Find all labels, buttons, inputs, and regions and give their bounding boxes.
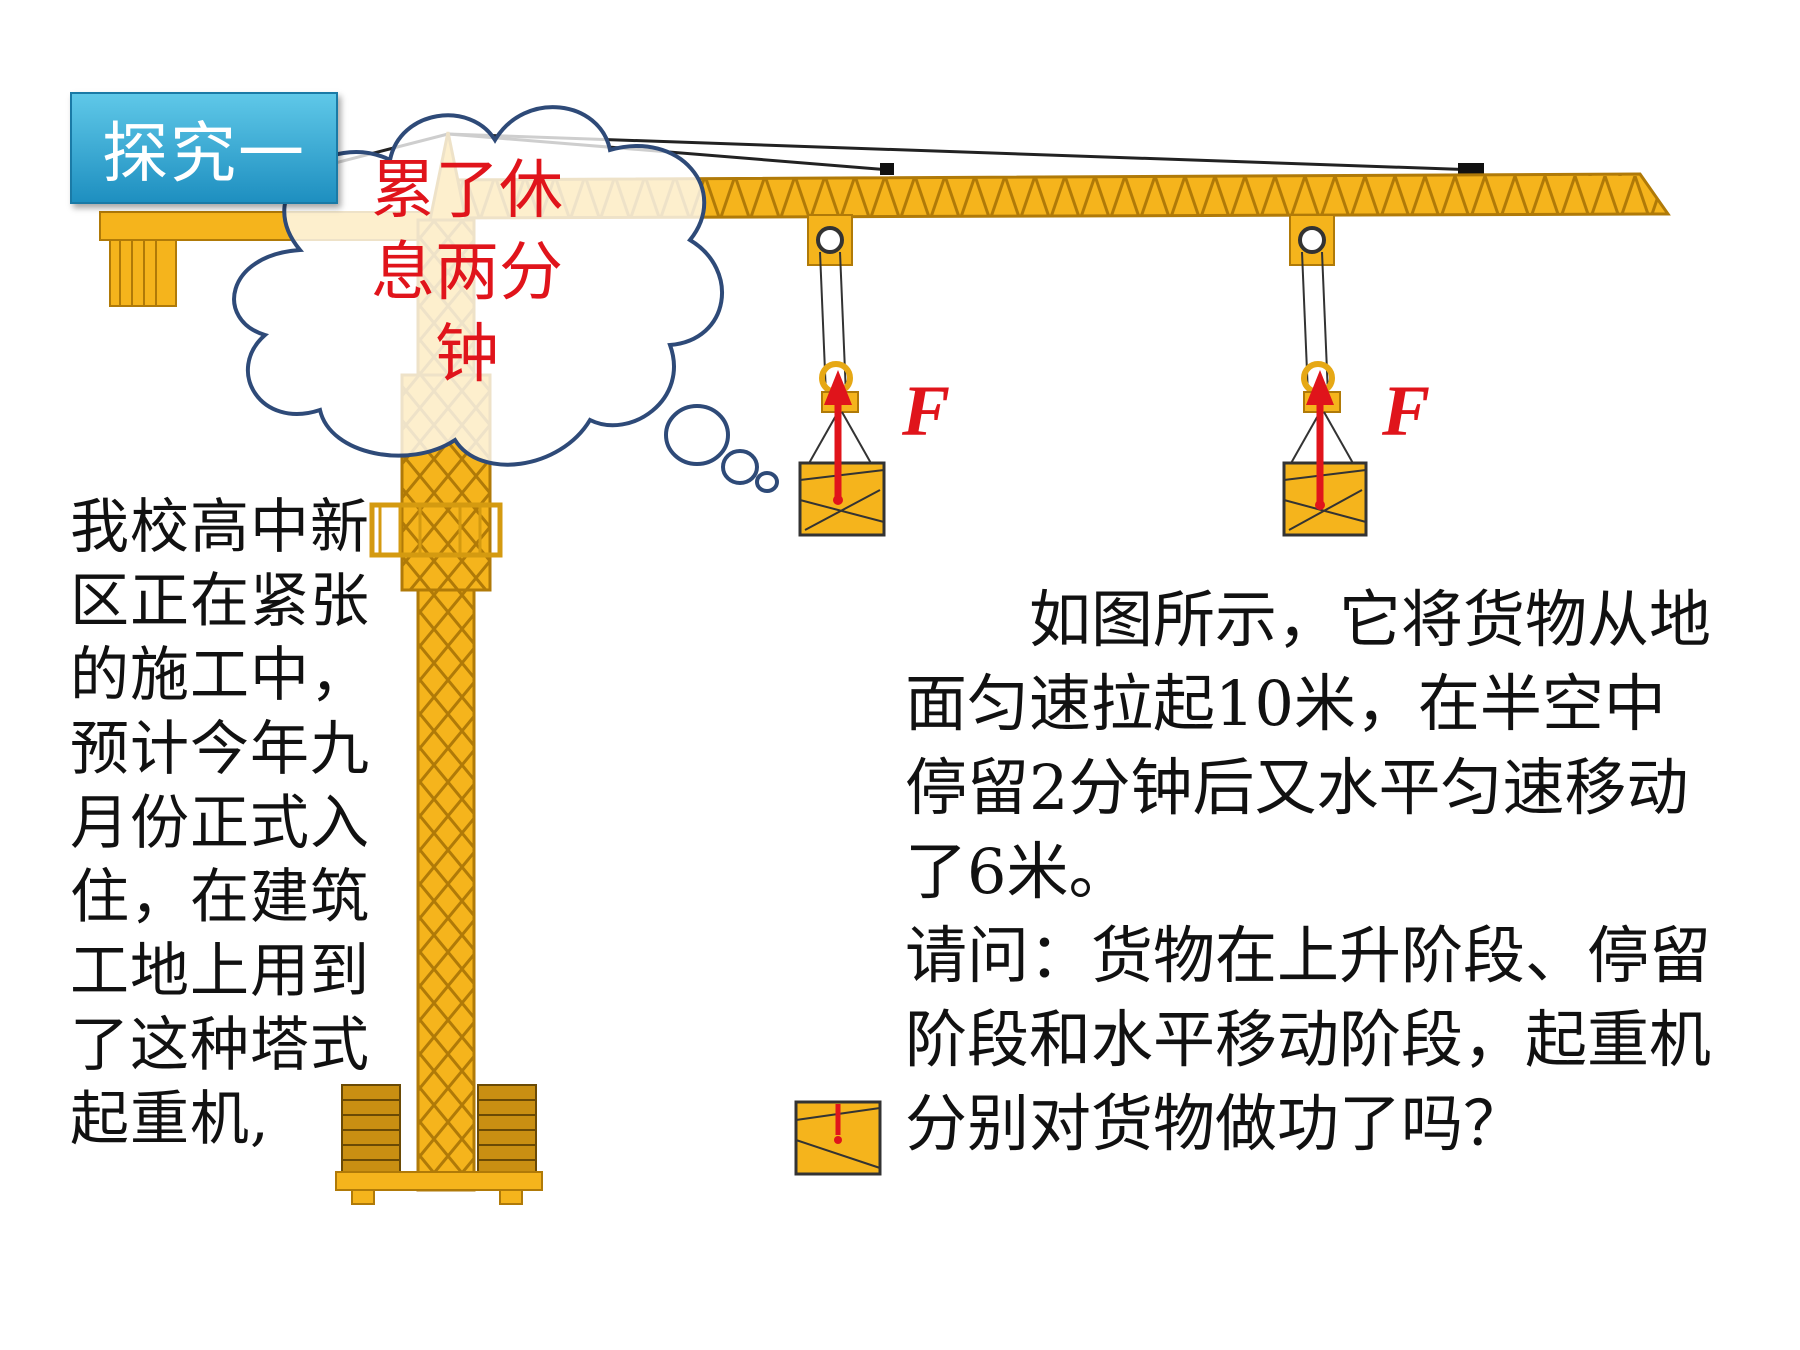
section-badge: 探究一 xyxy=(70,92,338,204)
crane-base xyxy=(335,1084,543,1205)
cargo-box-1 xyxy=(798,461,886,537)
question-text: 如图所示，它将货物从地面匀速拉起10米，在半空中停留2分钟后又水平匀速移动了6米… xyxy=(905,578,1720,1166)
intro-text: 我校高中新区正在紧张的施工中，预计今年九月份正式入住，在建筑工地上用到了这种塔式… xyxy=(70,492,371,1153)
cable-anchor xyxy=(880,163,894,175)
thought-cloud xyxy=(232,105,779,493)
force-label-1: F xyxy=(902,371,951,451)
question-paragraph-1: 如图所示，它将货物从地面匀速拉起10米，在半空中停留2分钟后又水平匀速移动了6米… xyxy=(905,583,1712,908)
hook-assembly-2 xyxy=(1289,214,1355,466)
cargo-box-ground xyxy=(794,1100,882,1176)
question-paragraph-2: 请问：货物在上升阶段、停留阶段和水平移动阶段，起重机分别对货物做功了吗？ xyxy=(905,919,1712,1160)
platform xyxy=(369,502,503,558)
cargo-box-2 xyxy=(1282,461,1368,537)
force-arrow-2 xyxy=(1306,370,1334,510)
section-badge-label: 探究一 xyxy=(102,115,306,192)
force-arrow-1 xyxy=(824,370,852,505)
force-label-2: F xyxy=(1382,371,1431,451)
thought-bubble-text: 累了休息两分钟 xyxy=(371,154,563,392)
